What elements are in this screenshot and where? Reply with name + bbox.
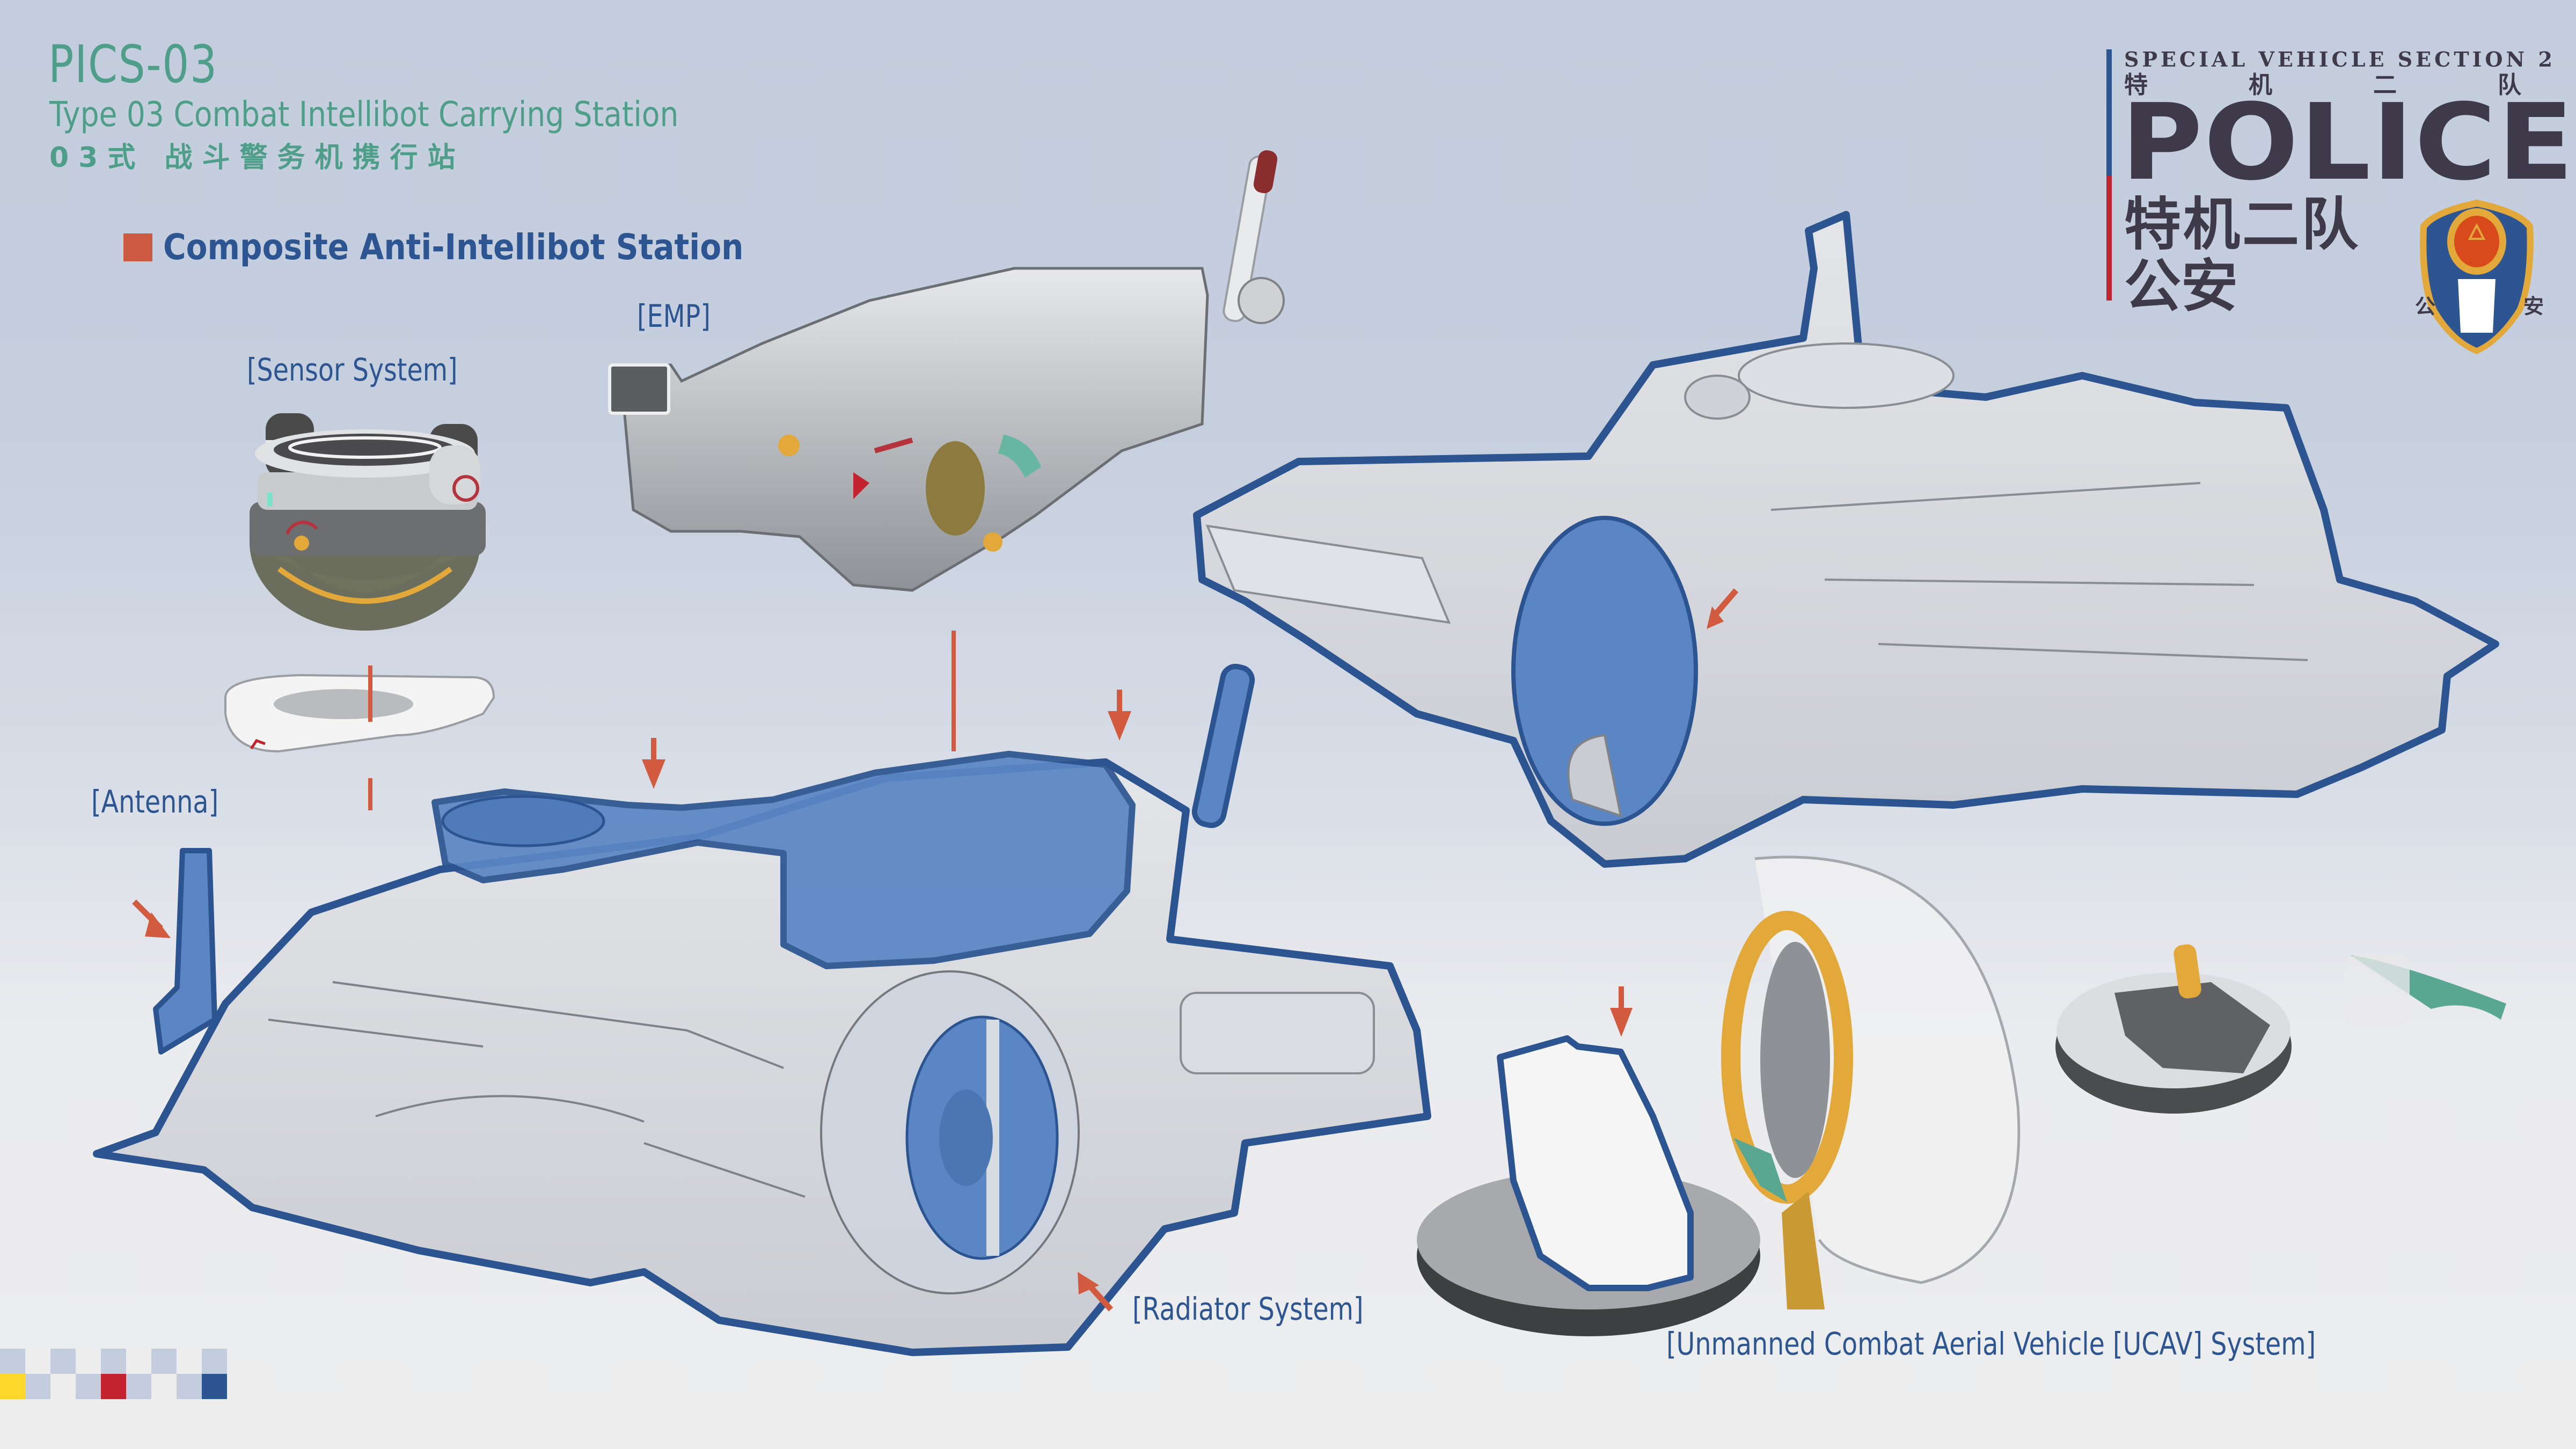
badge-subtitle: SPECIAL VEHICLE SECTION 2 — [2124, 47, 2556, 71]
arrow-antenna — [132, 899, 171, 938]
badge-subtitle-cn-char: 机 — [2249, 71, 2272, 99]
label-sensor-system: [Sensor System] — [247, 352, 458, 388]
arrow-emp-right — [1108, 690, 1131, 741]
checker-cell — [101, 1349, 126, 1374]
checker-cell — [0, 1349, 25, 1374]
checker-cell — [50, 1349, 76, 1374]
emblem-caption: 公 安 — [2415, 290, 2544, 319]
main-vehicle-illustration — [93, 663, 1431, 1356]
section-title: Composite Anti-Intellibot Station — [163, 226, 744, 268]
checker-cell — [151, 1349, 177, 1374]
section-heading: Composite Anti-Intellibot Station — [123, 230, 823, 265]
checker-cell — [50, 1374, 76, 1399]
checker-cell — [202, 1349, 227, 1374]
badge-subtitle-cn-char: 二 — [2373, 71, 2397, 99]
checker-cell — [126, 1349, 151, 1374]
checker-cell — [25, 1374, 50, 1399]
checker-cell — [25, 1349, 50, 1374]
badge-subtitle-cn: 特 机 二 队 — [2124, 65, 2521, 100]
badge-cn-line1: 特机二队 — [2124, 191, 2360, 258]
annotation-arrows — [132, 588, 1739, 1312]
emp-illustration — [608, 150, 1285, 592]
sensor-system-illustration — [250, 413, 486, 631]
checker-cell — [177, 1349, 202, 1374]
arrow-ucav — [1610, 986, 1633, 1037]
arrow-rear-radiator — [1707, 588, 1739, 629]
checker-cell — [151, 1374, 177, 1399]
checker-cell — [0, 1374, 25, 1399]
sensor-mount-illustration — [224, 674, 495, 753]
section-marker-square — [123, 233, 152, 261]
label-antenna: [Antenna] — [91, 784, 219, 820]
police-emblem-icon — [2420, 200, 2534, 354]
badge-subtitle-cn-char: 队 — [2498, 71, 2521, 99]
label-ucav-system: [Unmanned Combat Aerial Vehicle [UCAV] S… — [1666, 1326, 2316, 1362]
badge-bar-blue — [2106, 49, 2112, 176]
checker-cell — [202, 1374, 227, 1399]
color-checker-strip — [0, 1349, 227, 1399]
ucav-illustration — [1417, 855, 2506, 1336]
label-radiator-system: [Radiator System] — [1132, 1291, 1364, 1327]
emblem-caption-char: 安 — [2523, 294, 2544, 318]
drawing-title-cn: 03式 战斗警务机携行站 — [49, 142, 465, 174]
label-emp: [EMP] — [637, 298, 711, 334]
rear-vehicle-illustration — [1193, 211, 2499, 868]
badge-subtitle-cn-char: 特 — [2124, 71, 2148, 99]
drawing-code: PICS-03 — [48, 34, 218, 94]
checker-cell — [101, 1374, 126, 1399]
arrow-emp-top — [642, 738, 665, 789]
arrow-radiator — [1078, 1272, 1114, 1312]
badge-cn-line2: 公安 — [2124, 252, 2238, 319]
badge-bar-red — [2106, 176, 2112, 301]
checker-cell — [76, 1374, 101, 1399]
checker-cell — [177, 1374, 202, 1399]
drawing-title-en: Type 03 Combat Intellibot Carrying Stati… — [49, 95, 679, 135]
checker-cell — [126, 1374, 151, 1399]
checker-cell — [76, 1349, 101, 1374]
emblem-caption-char: 公 — [2415, 294, 2436, 318]
badge-police-wordmark: POLICE — [2121, 82, 2575, 204]
